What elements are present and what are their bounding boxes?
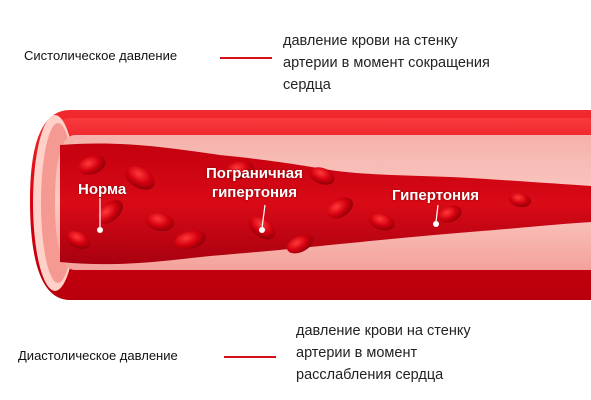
zone-label-borderline: Пограничная гипертония: [206, 164, 303, 202]
blood-cell: [226, 160, 254, 180]
diastolic-description-line: артерии в момент: [296, 345, 418, 361]
zone-label-norm: Норма: [78, 181, 127, 198]
zone-label-hypertension: Гипертония: [392, 187, 480, 204]
blood-cell: [509, 192, 531, 208]
norm-pointer-dot: [97, 227, 103, 233]
blood-cell: [65, 230, 91, 250]
diastolic-description-line: давление крови на стенку: [296, 323, 471, 339]
blood-cell: [286, 234, 314, 254]
systolic-description-line: давление крови на стенку: [283, 33, 458, 49]
diastolic-label: Диастолическое давление: [18, 348, 178, 363]
systolic-connector-line: [220, 57, 272, 59]
zone-label-borderline-line: гипертония: [211, 184, 298, 201]
systolic-description: давление крови на стенку артерии в момен…: [283, 30, 490, 96]
blood-cell: [78, 155, 106, 175]
blood-cell: [146, 212, 174, 232]
systolic-label: Систолическое давление: [24, 48, 178, 63]
borderline-pointer-dot: [259, 227, 265, 233]
systolic-description-line: артерии в момент сокращения: [283, 55, 490, 71]
diastolic-connector-line: [224, 356, 276, 358]
diastolic-description-line: расслабления сердца: [296, 367, 444, 383]
blood-cell: [97, 200, 123, 224]
blood-cell: [174, 230, 206, 250]
blood-cell: [438, 205, 462, 223]
zone-label-borderline-line: Пограничная: [206, 165, 303, 182]
blood-cell: [369, 213, 395, 231]
red-blood-cells: [65, 155, 531, 254]
zone-pointers: [97, 198, 439, 233]
blood-cell: [309, 167, 335, 185]
hypertension-pointer-line: [435, 204, 439, 223]
borderline-pointer-line: [261, 204, 266, 229]
blood-cell: [125, 166, 155, 190]
hypertension-pointer-dot: [433, 221, 439, 227]
systolic-description-line: сердца: [283, 77, 331, 93]
diastolic-description: давление крови на стенку артерии в момен…: [296, 320, 471, 386]
blood-cell: [327, 197, 353, 219]
